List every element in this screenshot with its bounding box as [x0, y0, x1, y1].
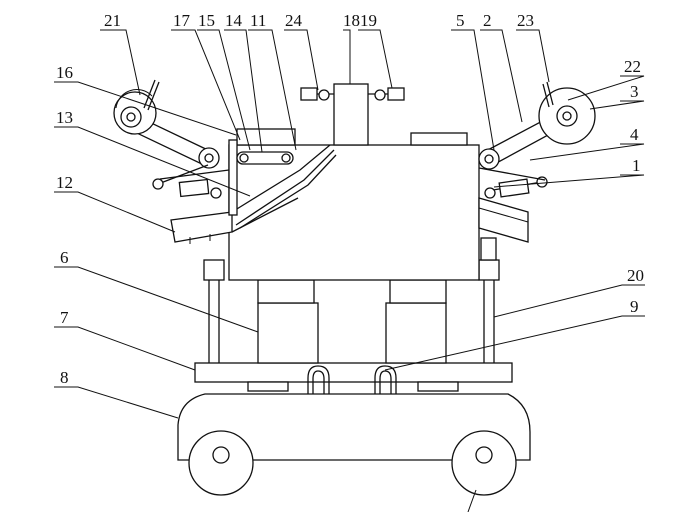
label-14: 14 [225, 11, 243, 30]
plate-bracket-right [417, 381, 459, 392]
cylinder-right [385, 302, 447, 364]
label-2: 2 [483, 11, 492, 30]
label-11: 11 [250, 11, 266, 30]
label-16: 16 [56, 63, 73, 82]
label-15: 15 [198, 11, 215, 30]
label-3: 3 [630, 82, 639, 101]
top-plate-right [410, 132, 468, 146]
label-7: 7 [60, 308, 69, 327]
cylinder-left [257, 302, 319, 364]
label-5: 5 [456, 11, 465, 30]
left-saw-arm [113, 79, 230, 199]
hook-right [374, 365, 397, 394]
right-saw-arm [478, 81, 596, 199]
label-13: 13 [56, 108, 73, 127]
label-24: 24 [285, 11, 303, 30]
label-20: 20 [627, 266, 644, 285]
label-4: 4 [630, 125, 639, 144]
clamp-right [387, 87, 405, 101]
label-17: 17 [173, 11, 191, 30]
label-23: 23 [517, 11, 534, 30]
drive-post [228, 139, 238, 216]
label-18: 18 [343, 11, 360, 30]
label-19: 19 [360, 11, 377, 30]
wheel-right [451, 430, 517, 496]
label-9: 9 [630, 297, 639, 316]
clamp-left [300, 87, 318, 101]
cylinder-left-top [257, 279, 315, 304]
label-8: 8 [60, 368, 69, 387]
hook-left [307, 365, 330, 394]
post-right [478, 237, 500, 363]
label-6: 6 [60, 248, 69, 267]
belt-drive [236, 151, 294, 165]
part-labels: 21 17 15 14 11 24 18 19 5 2 23 22 3 4 1 … [56, 11, 644, 387]
plate-bracket-left [247, 381, 289, 392]
base-plate [194, 362, 513, 383]
chimney [333, 83, 369, 146]
wheel-left [188, 430, 254, 496]
cylinder-right-top [389, 279, 447, 304]
chute-right [478, 197, 529, 243]
leader-lines [54, 29, 645, 512]
label-1: 1 [632, 156, 641, 175]
cart-chassis [177, 393, 531, 461]
chute-left [170, 144, 337, 244]
label-21: 21 [104, 11, 121, 30]
label-22: 22 [624, 57, 641, 76]
post-left [203, 259, 225, 363]
top-plate-left [236, 128, 296, 146]
main-housing [228, 144, 480, 281]
label-12: 12 [56, 173, 73, 192]
